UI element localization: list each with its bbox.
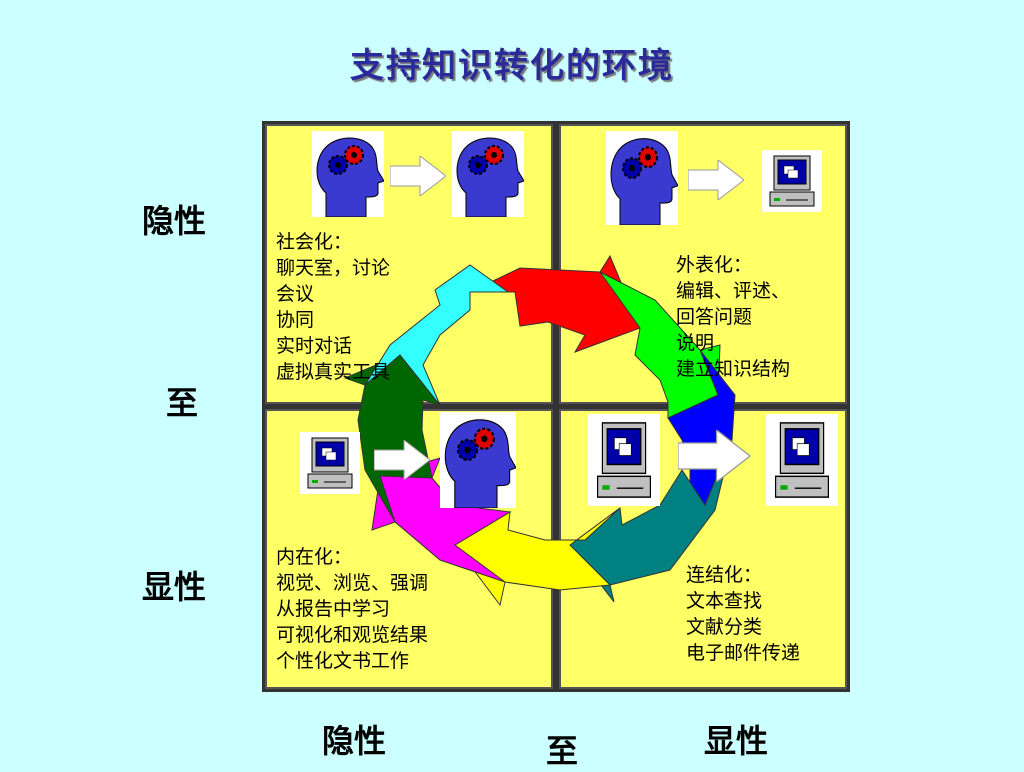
combination-heading: 连结化： xyxy=(686,564,763,586)
socialization-item: 协同 xyxy=(276,309,315,331)
axis-bottom-right: 显性 xyxy=(704,722,769,760)
right-arrow-icon xyxy=(687,158,745,204)
right-arrow-icon xyxy=(373,438,431,484)
socialization-item: 实时对话 xyxy=(276,335,353,357)
computer-icon xyxy=(300,432,360,498)
axis-left-top: 隐性 xyxy=(142,202,207,240)
head-with-gears-icon xyxy=(440,412,517,509)
externalization-item: 编辑、评述、 xyxy=(676,280,791,302)
socialization-heading: 社会化： xyxy=(276,231,353,253)
combination-text: 连结化： 文本查找 文献分类 电子邮件传递 xyxy=(686,562,800,666)
externalization-item: 建立知识结构 xyxy=(676,358,791,380)
combination-item: 电子邮件传递 xyxy=(686,642,801,664)
computer-icon xyxy=(762,150,822,216)
computer-icon xyxy=(766,414,838,510)
combination-item: 文献分类 xyxy=(686,616,763,638)
socialization-text: 社会化： 聊天室，讨论 会议 协同 实时对话 虚拟真实工具 xyxy=(276,229,390,385)
internalization-item: 可视化和观览结果 xyxy=(276,624,429,646)
externalization-heading: 外表化： xyxy=(676,254,753,276)
internalization-text: 内在化： 视觉、浏览、强调 从报告中学习 可视化和观览结果 个性化文书工作 xyxy=(276,544,428,674)
combination-item: 文本查找 xyxy=(686,590,763,612)
internalization-heading: 内在化： xyxy=(276,546,353,568)
cycle-arrow-cyan xyxy=(364,264,510,406)
externalization-item: 回答问题 xyxy=(676,306,753,328)
internalization-item: 个性化文书工作 xyxy=(276,650,410,672)
head-with-gears-icon xyxy=(312,131,385,218)
internalization-item: 从报告中学习 xyxy=(276,598,391,620)
externalization-text: 外表化： 编辑、评述、 回答问题 说明 建立知识结构 xyxy=(676,252,790,382)
axis-left-bottom: 显性 xyxy=(142,568,207,606)
axis-left-mid: 至 xyxy=(166,384,199,422)
right-arrow-icon xyxy=(389,154,447,200)
right-arrow-icon xyxy=(677,428,752,486)
cycle-arrow-red xyxy=(469,254,641,353)
socialization-item: 聊天室，讨论 xyxy=(276,257,391,279)
internalization-item: 视觉、浏览、强调 xyxy=(276,572,429,594)
head-with-gears-icon xyxy=(606,131,679,226)
head-with-gears-icon xyxy=(452,131,525,218)
axis-bottom-mid: 至 xyxy=(546,732,579,770)
cycle-arrow-yellow xyxy=(454,507,621,607)
externalization-item: 说明 xyxy=(676,332,715,354)
page-title: 支持知识转化的环境 xyxy=(350,46,674,86)
computer-icon xyxy=(588,414,660,510)
socialization-item: 虚拟真实工具 xyxy=(276,361,391,383)
socialization-item: 会议 xyxy=(276,283,315,305)
axis-bottom-left: 隐性 xyxy=(322,722,387,760)
